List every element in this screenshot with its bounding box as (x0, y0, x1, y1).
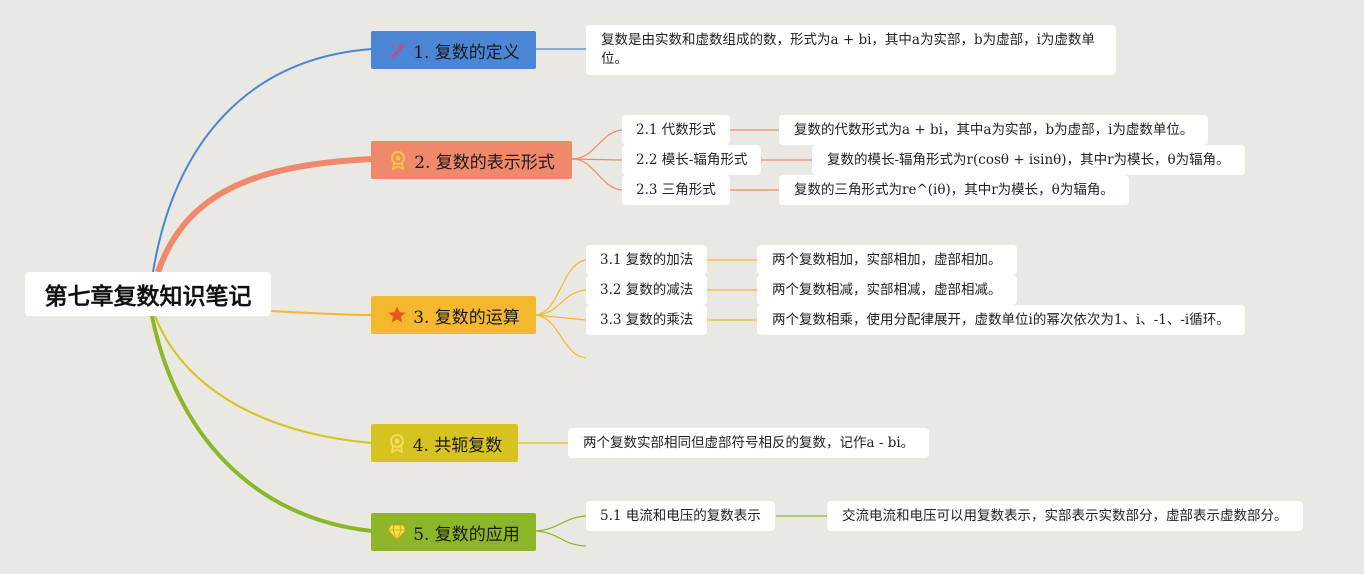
branch-1-label: 1. 复数的定义 (413, 42, 520, 63)
sub-2-3[interactable]: 2.3 三角形式 (622, 175, 730, 205)
star-icon (387, 305, 407, 325)
sub-3-1[interactable]: 3.1 复数的加法 (586, 245, 708, 275)
root-topic[interactable]: 第七章复数知识笔记 (25, 272, 271, 316)
branch-2-label: 2. 复数的表示形式 (414, 152, 555, 173)
branch-3[interactable]: 3. 复数的运算 (371, 296, 536, 334)
note-3-2[interactable]: 两个复数相减，实部相减，虚部相减。 (757, 275, 1017, 305)
branch-4-label: 4. 共轭复数 (412, 435, 503, 456)
sub-3-3[interactable]: 3.3 复数的乘法 (586, 305, 708, 335)
branch-1[interactable]: 1. 复数的定义 (371, 31, 536, 69)
sub-5-1[interactable]: 5.1 电流和电压的复数表示 (586, 501, 775, 531)
link-root-b5 (150, 315, 373, 533)
branch-3-label: 3. 复数的运算 (413, 307, 520, 328)
diamond-icon (387, 522, 407, 542)
link-root-b2 (155, 156, 373, 273)
note-2-1[interactable]: 复数的代数形式为a + bi，其中a为实部，b为虚部，i为虚数单位。 (779, 115, 1209, 145)
note-2-3[interactable]: 复数的三角形式为re^(iθ)，其中r为模长，θ为辐角。 (779, 175, 1129, 205)
branch-4-note[interactable]: 两个复数实部相同但虚部符号相反的复数，记作a - bi。 (568, 428, 930, 458)
branch-2[interactable]: 2. 复数的表示形式 (371, 141, 572, 179)
branch-4[interactable]: 4. 共轭复数 (371, 424, 518, 462)
branch-5[interactable]: 5. 复数的应用 (371, 513, 536, 551)
award-medal-icon (387, 433, 407, 453)
award-medal-icon (388, 150, 408, 170)
branch-1-note[interactable]: 复数是由实数和虚数组成的数，形式为a + bi，其中a为实部，b为虚部，i为虚数… (586, 25, 1116, 75)
sub-2-2[interactable]: 2.2 模长-辐角形式 (622, 145, 762, 175)
note-3-3[interactable]: 两个复数相乘，使用分配律展开，虚数单位i的幂次依次为1、i、-1、-i循环。 (757, 305, 1245, 335)
link-root-b4 (154, 315, 373, 444)
sub-3-2[interactable]: 3.2 复数的减法 (586, 275, 708, 305)
branch-5-label: 5. 复数的应用 (413, 524, 520, 545)
link-root-b1 (152, 48, 373, 273)
link-root-b3 (270, 310, 373, 316)
magic-wand-icon (387, 40, 407, 60)
sub-2-1[interactable]: 2.1 代数形式 (622, 115, 730, 145)
note-3-1[interactable]: 两个复数相加，实部相加，虚部相加。 (757, 245, 1017, 275)
note-2-2[interactable]: 复数的模长-辐角形式为r(cosθ + isinθ)，其中r为模长，θ为辐角。 (812, 145, 1245, 175)
note-5-1[interactable]: 交流电流和电压可以用复数表示，实部表示实数部分，虚部表示虚数部分。 (827, 501, 1303, 531)
